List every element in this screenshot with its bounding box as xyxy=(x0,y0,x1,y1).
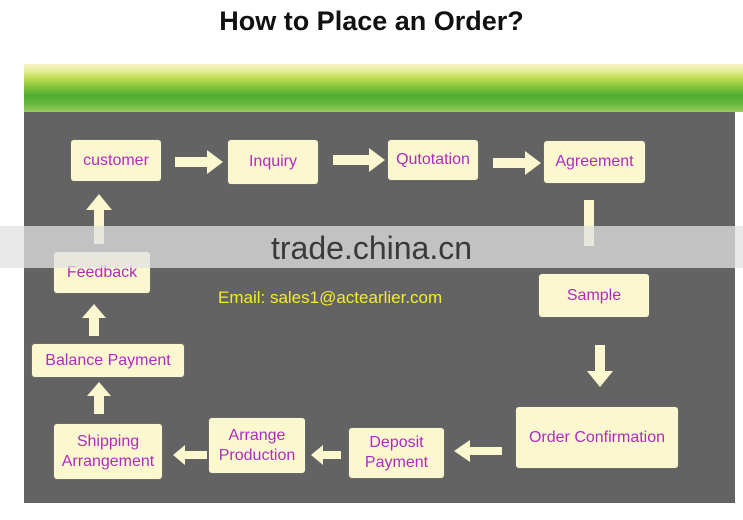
green-banner xyxy=(24,64,743,112)
step-agreement: Agreement xyxy=(544,141,645,183)
arrow-down-icon xyxy=(584,200,594,246)
step-sample: Sample xyxy=(539,274,649,317)
step-quotation: Qutotation xyxy=(388,140,478,180)
step-shipping-arrangement: Shipping Arrangement xyxy=(54,424,162,479)
arrow-down-icon xyxy=(587,345,613,387)
arrow-left-icon xyxy=(311,445,341,465)
step-customer-label: customer xyxy=(83,151,149,169)
step-balance-payment: Balance Payment xyxy=(32,344,184,377)
email-contact: Email: sales1@actearlier.com xyxy=(218,288,443,307)
arrow-left-icon xyxy=(454,440,502,462)
step-order-confirmation: Order Confirmation xyxy=(516,407,678,468)
step-customer: customer xyxy=(71,140,161,181)
arrow-right-icon xyxy=(175,150,223,174)
watermark-text: trade.china.cn xyxy=(270,230,472,266)
step-inquiry-label: Inquiry xyxy=(248,153,298,170)
arrow-left-icon xyxy=(173,445,207,465)
step-sample-label: Sample xyxy=(566,286,622,304)
step-order-confirmation-label: Order Confirmation xyxy=(528,428,666,446)
arrow-up-icon xyxy=(82,304,106,336)
arrow-right-icon xyxy=(333,148,385,172)
step-deposit-payment: Deposit Payment xyxy=(349,428,444,478)
step-arrange-production-line1: Arrange xyxy=(228,426,286,444)
step-quotation-label: Qutotation xyxy=(396,151,470,168)
arrow-up-icon xyxy=(86,194,112,244)
step-deposit-payment-line2: Payment xyxy=(364,454,429,471)
step-arrange-production: Arrange Production xyxy=(209,418,305,473)
arrow-up-icon xyxy=(87,382,111,414)
step-shipping-arrangement-line2: Arrangement xyxy=(61,452,155,470)
watermark-band xyxy=(0,226,743,268)
step-deposit-payment-line1: Deposit xyxy=(369,434,424,451)
step-agreement-label: Agreement xyxy=(555,153,634,170)
step-balance-payment-label: Balance Payment xyxy=(45,351,171,369)
step-shipping-arrangement-line1: Shipping xyxy=(76,432,140,450)
arrow-right-icon xyxy=(493,151,541,175)
step-arrange-production-line2: Production xyxy=(218,446,296,464)
page-title: How to Place an Order? xyxy=(219,6,524,36)
step-inquiry: Inquiry xyxy=(228,140,318,184)
